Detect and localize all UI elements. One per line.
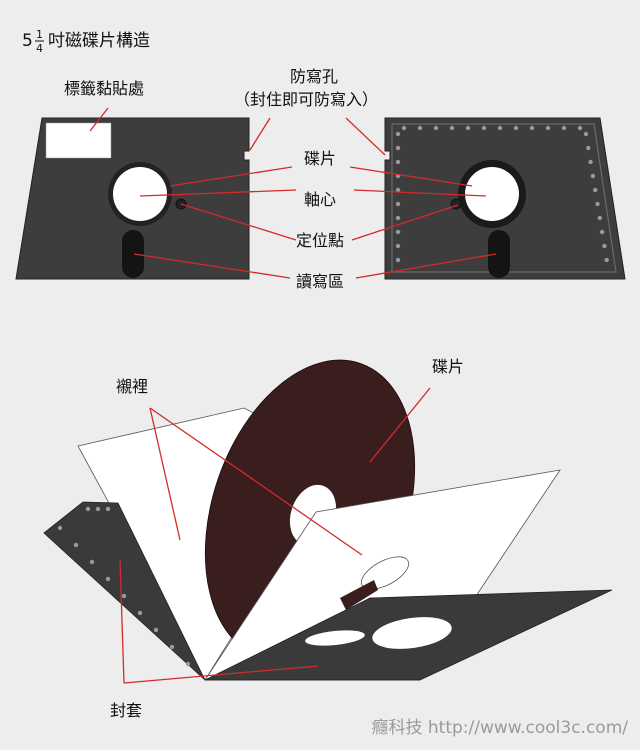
flap-hole	[545, 125, 551, 131]
labels-exploded: 碟片 襯裡 封套	[110, 357, 464, 720]
front-liner-hub-hole	[360, 556, 410, 590]
leader-label-area	[89, 107, 109, 132]
title-whole: 5	[22, 31, 33, 51]
jacket-caption: 封套	[110, 701, 142, 720]
floppy-back-view	[384, 117, 626, 280]
liner-caption: 襯裡	[116, 377, 148, 396]
labels-top: 標籤黏貼處 防寫孔 （封住即可防寫入） 碟片 軸心 定位點 讀寫區	[64, 67, 378, 291]
flap-hole	[583, 131, 589, 137]
leader-disk-exploded	[369, 387, 431, 463]
leader-jacket-front	[123, 665, 319, 684]
jacket-hole	[121, 593, 127, 599]
back-folded-flap	[391, 123, 617, 273]
title-numerator: 1	[36, 28, 43, 41]
flap-hole	[449, 125, 455, 131]
leader-lines-exploded	[119, 387, 431, 684]
jacket-panel-holes	[57, 506, 191, 667]
jacket-hole	[105, 506, 111, 512]
leader-window-left	[133, 253, 291, 279]
diagram-title: 5 1 4 吋磁碟片構造	[22, 28, 150, 55]
jacket-hole	[169, 644, 175, 650]
flap-hole	[561, 125, 567, 131]
leader-write-protect-left	[249, 117, 271, 151]
flap-hole	[395, 229, 401, 235]
flap-hole	[417, 125, 423, 131]
flap-hole	[602, 243, 607, 249]
leader-spindle-right	[353, 189, 487, 197]
flap-hole	[481, 125, 487, 131]
jacket-front-hub-hole	[372, 617, 452, 649]
jacket-hole	[137, 610, 143, 616]
index-hole-caption: 定位點	[296, 231, 344, 250]
flap-hole	[599, 229, 605, 235]
write-protect-caption: 防寫孔	[290, 67, 338, 86]
back-read-write-window	[488, 230, 510, 278]
jacket-hole	[95, 506, 101, 512]
flap-hole	[586, 145, 591, 151]
flap-hole	[395, 145, 401, 151]
flap-hole	[395, 201, 401, 207]
flap-hole	[513, 125, 519, 131]
flap-hole	[577, 125, 583, 131]
leader-write-protect-right	[345, 117, 386, 156]
back-spindle-hole	[465, 167, 519, 221]
jacket-hole	[57, 525, 63, 531]
leader-disk-left	[169, 166, 293, 187]
leader-liner-back	[149, 407, 181, 541]
flap-hole	[595, 201, 600, 207]
flap-hole	[395, 257, 401, 263]
jacket-front-window	[305, 630, 365, 646]
spindle-caption: 軸心	[304, 190, 336, 209]
exploded-view	[43, 359, 613, 681]
leader-lines-top	[89, 107, 497, 279]
write-protect-note: （封住即可防寫入）	[234, 90, 378, 109]
flap-hole	[395, 243, 401, 249]
flap-hole	[597, 215, 602, 221]
leader-liner-front	[149, 407, 363, 556]
title-text: 吋磁碟片構造	[48, 31, 150, 51]
label-area	[45, 122, 112, 159]
flap-hole	[593, 187, 598, 193]
flap-hole	[395, 159, 401, 165]
flap-hole	[395, 187, 401, 193]
flap-hole	[588, 159, 593, 165]
front-read-write-window	[122, 230, 144, 278]
flap-hole	[433, 125, 439, 131]
disk-caption: 碟片	[304, 149, 336, 168]
disk-exploded-caption: 碟片	[432, 357, 464, 376]
flap-hole	[604, 257, 609, 263]
jacket-hole	[89, 559, 95, 565]
title-denominator: 4	[36, 42, 43, 55]
jacket-hole	[185, 661, 191, 667]
front-liner-window	[340, 580, 378, 610]
leader-jacket-back	[119, 559, 125, 684]
jacket-back-panel	[43, 501, 206, 681]
flap-hole	[497, 125, 503, 131]
front-spindle-hole	[113, 167, 167, 221]
leader-spindle-left	[139, 189, 297, 197]
flap-hole	[590, 173, 596, 179]
floppy-front-view	[15, 117, 250, 284]
leader-window-right	[355, 253, 497, 279]
jacket-hole	[85, 506, 91, 512]
read-write-window-caption: 讀寫區	[296, 272, 344, 291]
jacket-hole	[153, 627, 159, 633]
leader-disk-right	[349, 166, 473, 187]
flap-hole	[395, 215, 401, 221]
label-area-caption: 標籤黏貼處	[64, 79, 144, 98]
watermark: 癮科技 http://www.cool3c.com/	[371, 718, 628, 738]
flap-hole	[395, 131, 401, 137]
leader-index-right	[351, 204, 459, 241]
jacket-hole	[105, 576, 111, 582]
flap-hole	[465, 125, 471, 131]
leader-index-left	[180, 203, 297, 241]
flap-hole	[401, 125, 407, 131]
back-flap-holes	[395, 125, 609, 263]
flap-hole	[529, 125, 535, 131]
jacket-hole	[73, 542, 79, 548]
